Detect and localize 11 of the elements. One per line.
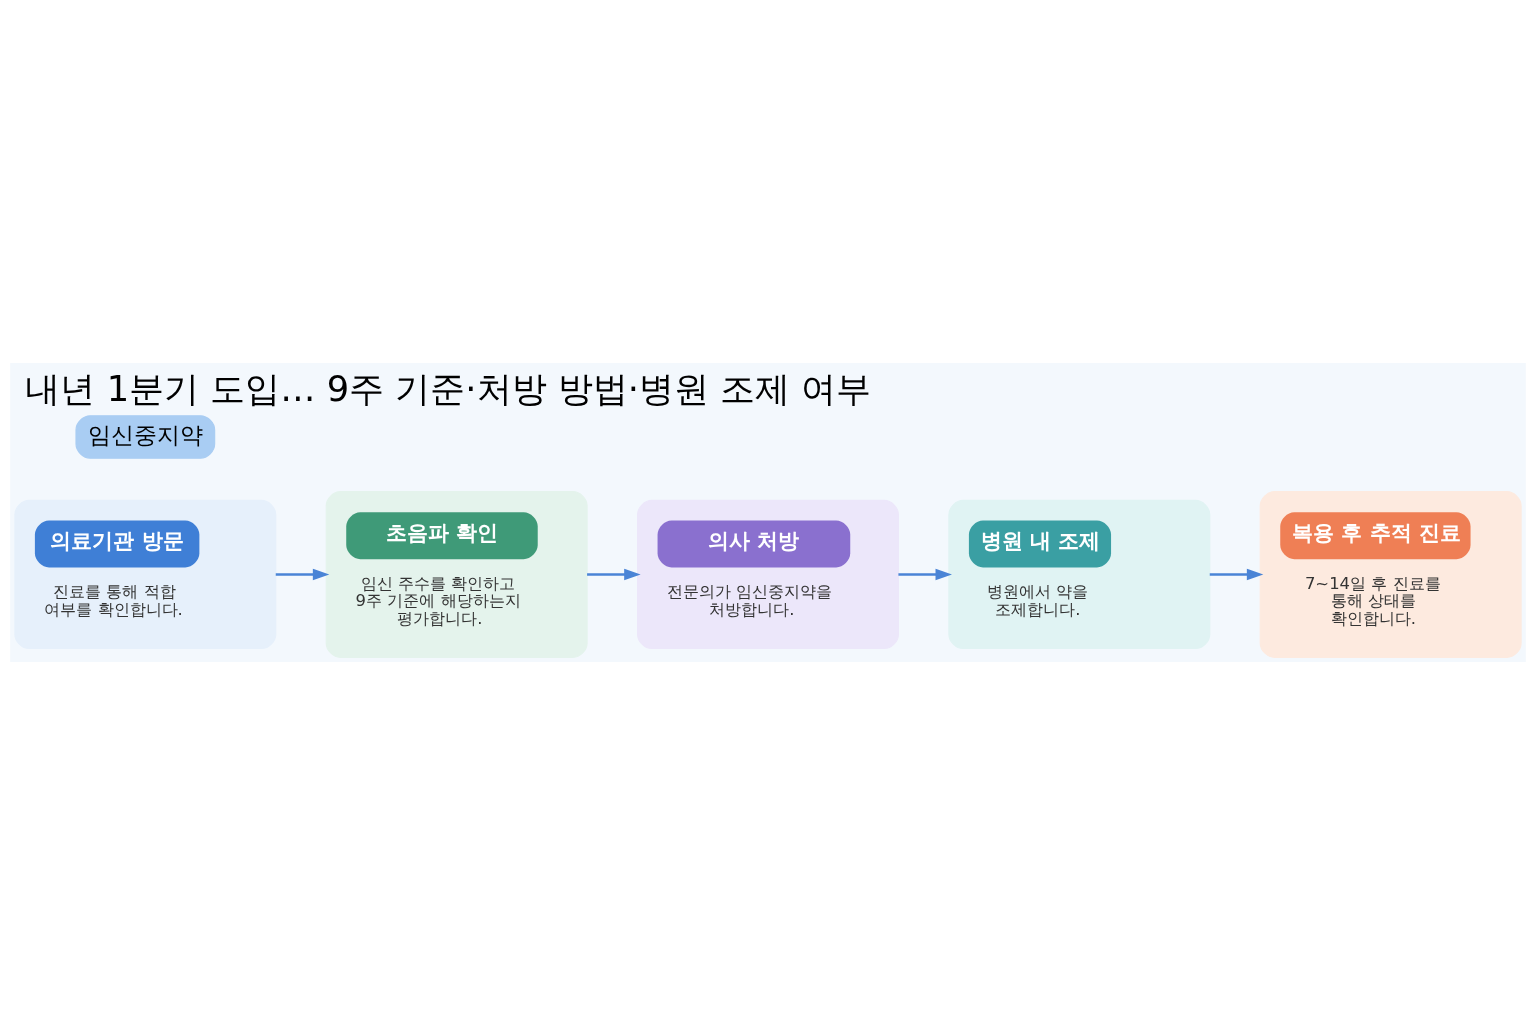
node-box: 복용 후 추적 진료 7~14일 후 진료를 통해 상태를 확인합니다. [1259,490,1522,658]
node-box: 의사 처방 전문의가 임신중지약을 처방합니다. [637,499,899,649]
arrow [1209,568,1264,580]
node-box: 병원 내 조제 병원에서 약을 조제합니다. [948,499,1211,649]
arrow [275,568,330,580]
arrow [898,568,952,580]
arrow [587,568,641,580]
node-box: 의료기관 방문 진료를 통해 적합 여부를 확인합니다. [14,499,277,649]
node-box: 초음파 확인 임신 주수를 확인하고 9주 기준에 해당하는지 평가합니다. [325,490,588,658]
diagram-title: 내년 1분기 도입… 9주 기준·처방 방법·병원 조제 여부 [25,367,872,409]
label: 임신중지약 [87,420,203,449]
